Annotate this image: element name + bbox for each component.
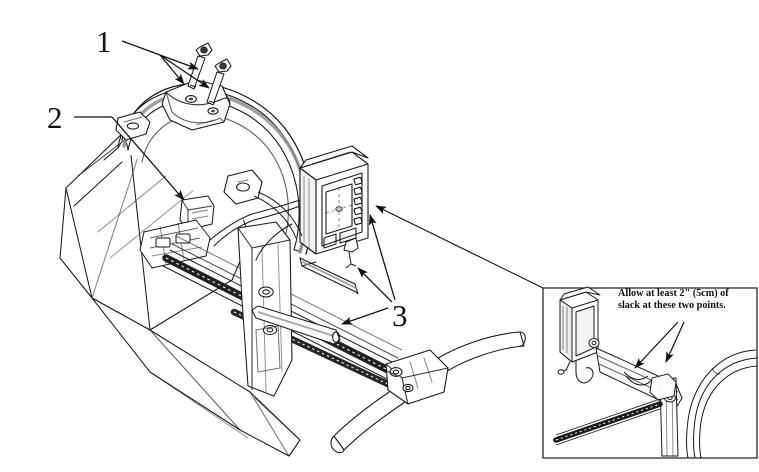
slack-note-line-1: Allow at least 2" (5cm) of: [618, 288, 729, 299]
screw-upper: [187, 42, 213, 90]
console-display: [299, 145, 369, 255]
callout-2-leader: [74, 116, 185, 201]
callout-number-3: 3: [392, 298, 408, 333]
allen-wrench: [299, 257, 359, 295]
sensor-cable: [209, 199, 301, 261]
callout-3-leaders: [341, 214, 396, 325]
callout-1-leaders: [121, 40, 210, 89]
console-mount-post: [343, 237, 359, 269]
guard-strut: [253, 191, 303, 239]
callout-number-2: 2: [47, 100, 63, 135]
slack-note: Allow at least 2" (5cm) of slack at thes…: [618, 288, 740, 311]
slack-detail-inset: [542, 286, 758, 459]
handlebar: [330, 331, 526, 454]
shaft-rod: [251, 305, 341, 345]
slack-note-line-2: slack at these two points.: [618, 299, 726, 311]
sensor-mount-rail: [139, 219, 211, 269]
callout-number-1: 1: [96, 24, 112, 59]
inset-leader: [375, 205, 544, 289]
screw-lower: [206, 58, 232, 106]
